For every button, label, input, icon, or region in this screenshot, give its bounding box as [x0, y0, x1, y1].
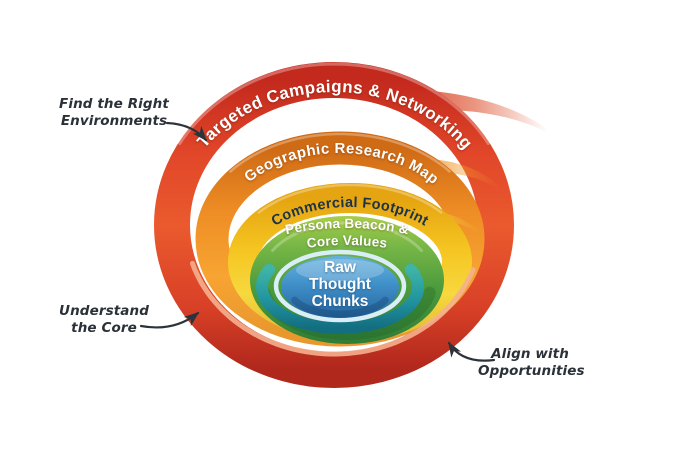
ring-targeted-campaigns [154, 62, 549, 388]
red-ring-inner-stripe [190, 260, 476, 357]
annotation-line: the Core [71, 320, 137, 336]
red-ring-band [154, 62, 514, 388]
red-ring-highlight [178, 62, 490, 145]
annotation-align-opportunities: Align with Opportunities [478, 346, 585, 380]
label-raw: Raw [324, 259, 357, 276]
blue-top-sheen [296, 259, 384, 281]
align-opportunities-arrow [447, 341, 496, 362]
label-persona-beacon-line1: Persona Beacon & [284, 216, 410, 237]
teal-swirl [256, 263, 424, 335]
orange-ring-highlight [229, 132, 451, 173]
label-chunks: Chunks [312, 293, 369, 310]
green-highlight [271, 221, 423, 252]
annotation-line: Opportunities [478, 363, 585, 379]
blue-disc [281, 256, 399, 318]
annotation-line: Find the Right [59, 96, 169, 112]
annotation-arrows [139, 121, 496, 362]
understand-core-arrow [139, 311, 200, 329]
light-blue-ring [273, 249, 407, 323]
yellow-ring-highlight [257, 183, 443, 214]
annotation-line: Environments [60, 113, 168, 129]
annotation-understand-core: Understand the Core [58, 303, 150, 337]
label-persona-beacon-line2: Core Values [306, 233, 388, 251]
core-raw-thought [256, 249, 424, 335]
label-thought: Thought [309, 276, 371, 293]
blue-bottom-shade [291, 296, 389, 318]
annotation-find-environments: Find the Right Environments [58, 96, 170, 130]
annotation-line: Understand [59, 303, 149, 319]
find-environments-arrow [165, 121, 208, 142]
annotation-line: Align with [491, 346, 569, 362]
